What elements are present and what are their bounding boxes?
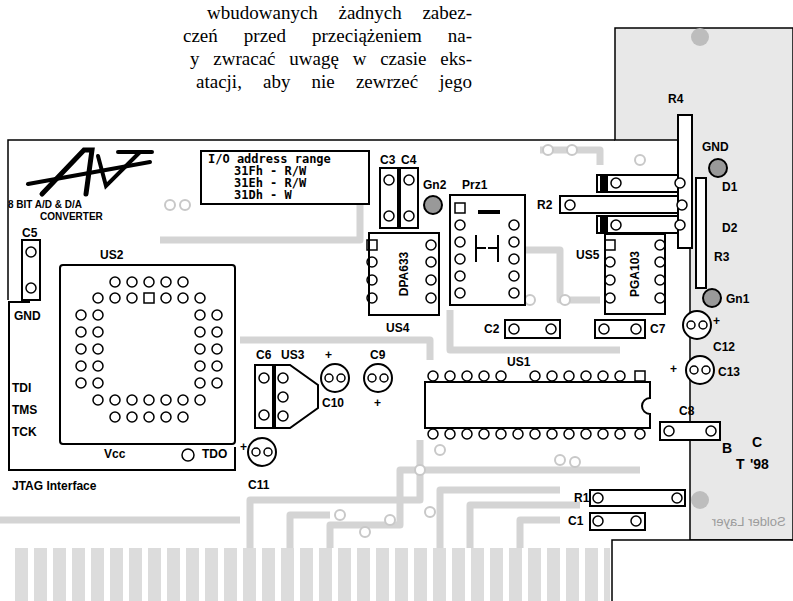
address-heading: I/O address range (208, 153, 331, 165)
part-label: R4 (668, 92, 683, 106)
jumper-symbol (476, 212, 500, 262)
polarity-mark: + (240, 440, 247, 454)
part-label: C2 (484, 322, 499, 336)
layer-watermark: Solder Layer (712, 514, 786, 529)
part-label: C13 (718, 365, 740, 379)
part-label: C1 (568, 514, 583, 528)
address-line: 31Fh - R/W (234, 165, 306, 177)
pin-name: TMS (12, 403, 37, 417)
date-mark: '98 (750, 456, 769, 472)
part-label: C10 (322, 396, 344, 410)
test-point-label: Gn1 (726, 292, 749, 306)
part-label: C9 (370, 348, 385, 362)
part-label: US1 (507, 355, 530, 369)
test-point-label: Gn2 (423, 178, 446, 192)
mounting-hole (691, 491, 709, 509)
via-holes (165, 145, 645, 537)
board-outline (8, 140, 615, 300)
connector-outline-path (9, 302, 235, 470)
address-line: 31Dh - W (234, 189, 292, 201)
part-label: US2 (100, 248, 123, 262)
author-mark: C (752, 434, 762, 450)
jtag-connector: GNDTDITMSTCKVccTDOJTAG Interface (8, 301, 236, 471)
polarity-mark: + (374, 396, 381, 410)
part-label: C11 (248, 478, 269, 492)
polarity-mark: + (713, 314, 720, 328)
part-label: C5 (22, 226, 37, 240)
polarity-mark: + (325, 348, 332, 362)
part-label: C3 (380, 153, 395, 167)
author-mark: B (722, 440, 732, 456)
polarity-mark: + (670, 362, 677, 376)
body-text: atacji, aby nie zewrzeć jego (196, 71, 472, 93)
part-label: C6 (256, 348, 271, 362)
part-label: D2 (722, 221, 737, 235)
part-label: US3 (281, 348, 304, 362)
pin-name: GND (14, 309, 41, 323)
board-title: CONVERTER (40, 211, 103, 223)
mounting-bracket (615, 28, 793, 540)
author-mark: T (736, 456, 745, 472)
chip-marking: DPA633 (397, 252, 411, 296)
bracket-cutout (612, 540, 793, 601)
ground-points (424, 159, 727, 307)
part-label: C7 (650, 322, 665, 336)
edge-connector (15, 548, 610, 601)
connector-outline (8, 301, 236, 471)
pin-name: Vcc (104, 447, 125, 461)
part-label: US5 (576, 248, 599, 262)
solder-pads (26, 175, 716, 526)
component-outlines (22, 115, 720, 530)
pin-name: TDI (12, 381, 31, 395)
body-text: y zwracać uwagę w czasie eks- (190, 48, 472, 70)
pin-name: TCK (12, 425, 37, 439)
address-line: 31Eh - R/W (234, 177, 306, 189)
part-label: Prz1 (462, 178, 487, 192)
body-text: czeń przed przeciążeniem na- (183, 25, 472, 47)
company-logo (28, 150, 152, 194)
body-text: wbudowanych żadnych zabez- (207, 2, 472, 24)
address-box: I/O address range31Fh - R/W31Eh - R/W31D… (200, 150, 370, 205)
connector-caption: JTAG Interface (12, 479, 96, 493)
part-label: C12 (713, 340, 735, 354)
chip-outline: PGA103 (604, 233, 666, 315)
copper-traces (0, 150, 640, 548)
part-label: US4 (386, 321, 409, 335)
part-label: R3 (714, 250, 729, 264)
board-title: 8 BIT A/D & D/A (8, 199, 82, 211)
test-point-label: GND (702, 140, 729, 154)
part-label: D1 (722, 180, 737, 194)
chip-outline: DPA633 (368, 232, 440, 316)
diode-bands (600, 175, 608, 233)
part-label: R2 (537, 198, 552, 212)
part-label: R1 (574, 491, 589, 505)
chip-marking: PGA103 (628, 251, 642, 297)
part-label: C4 (401, 153, 416, 167)
pin-name: TDO (202, 447, 227, 461)
mounting-hole (691, 28, 709, 46)
part-label: C8 (679, 404, 694, 418)
